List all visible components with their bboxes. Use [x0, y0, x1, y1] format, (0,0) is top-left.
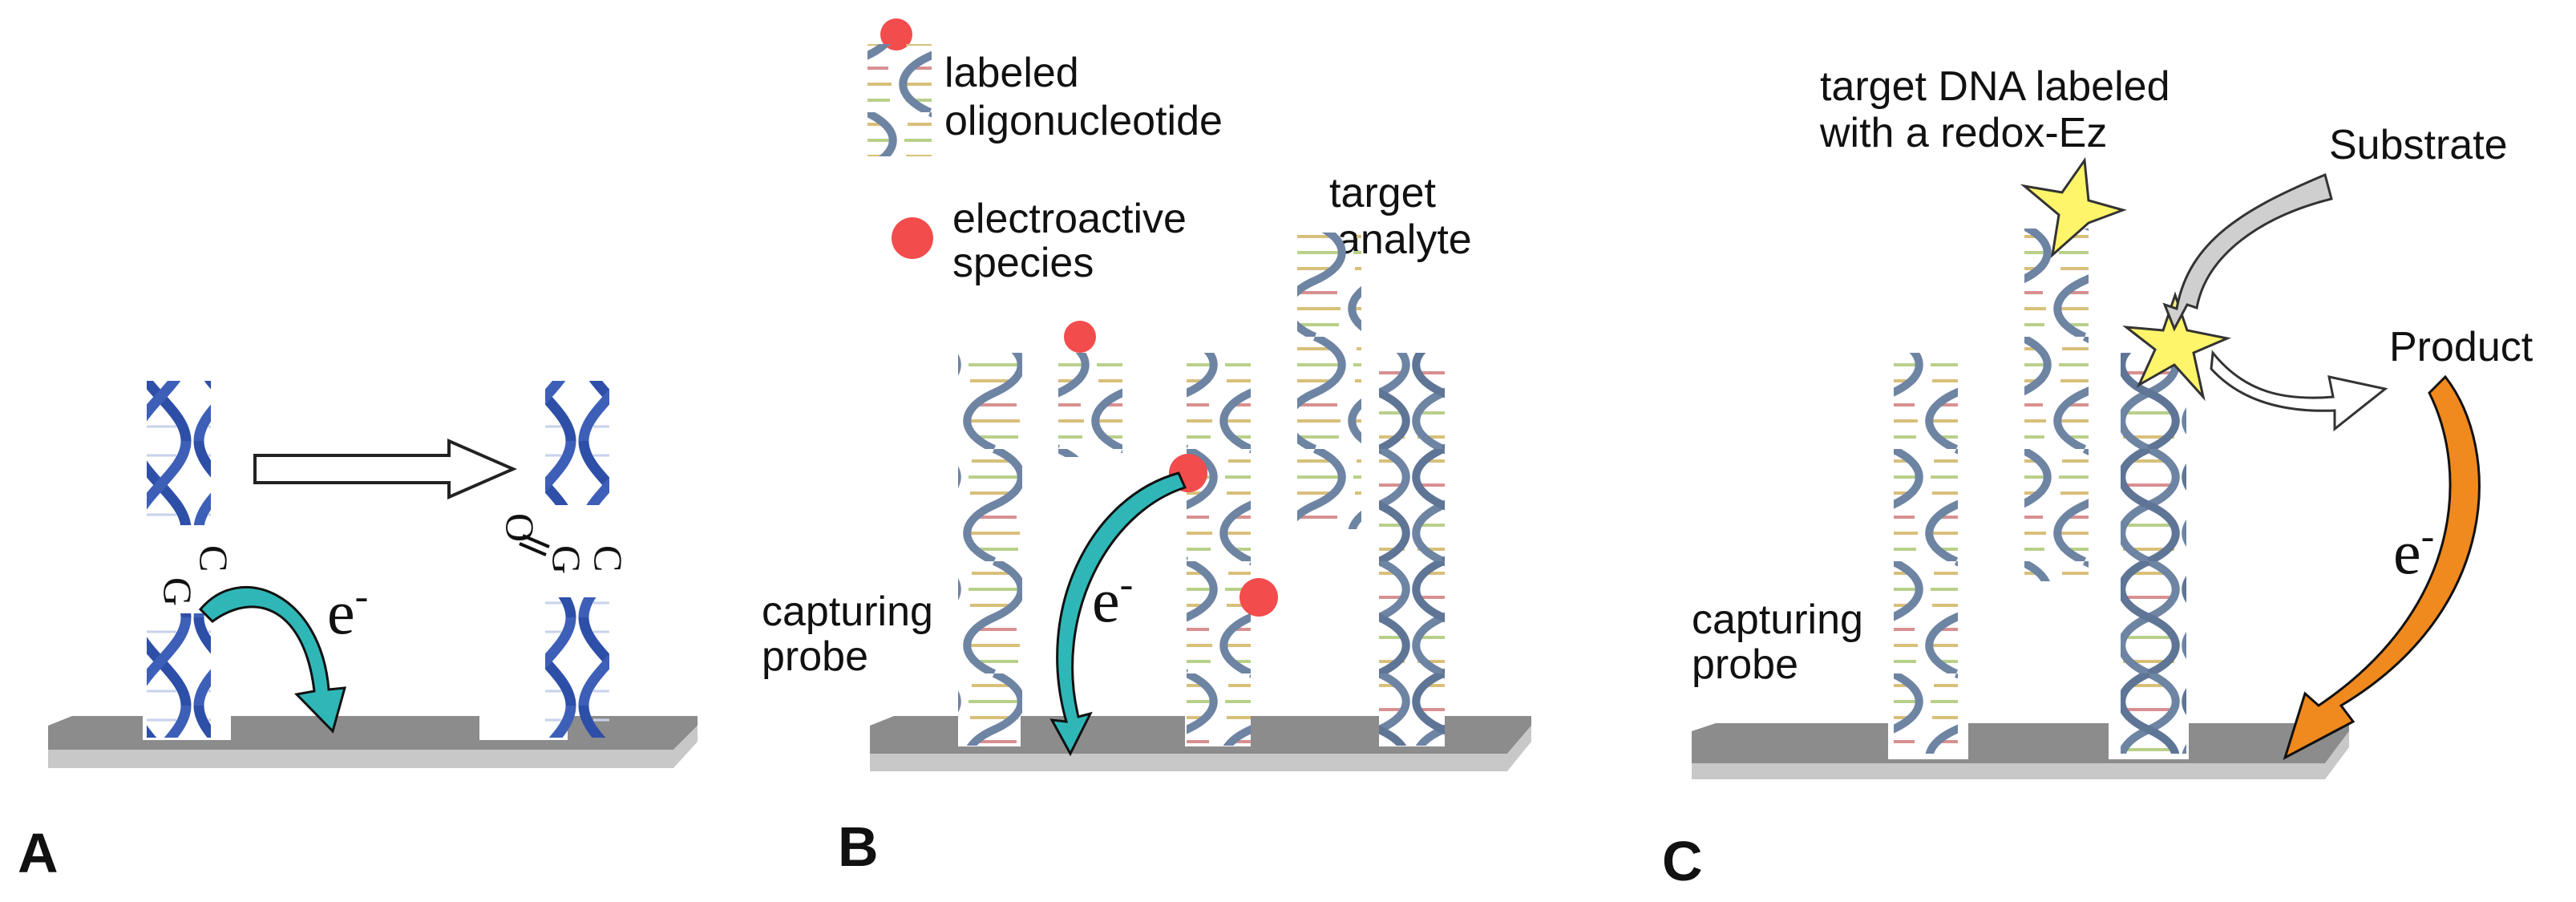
product-label: Product	[2389, 324, 2534, 370]
electron-arrow-b	[1049, 471, 1187, 757]
legend-electroactive-line2: species	[952, 240, 1094, 286]
target-dna-line2: with a redox-Ez	[1819, 110, 2107, 156]
panel-a: G C O G C e- A	[18, 381, 698, 884]
oxygen-label: O	[498, 513, 543, 542]
electrode-b-front	[870, 726, 1531, 771]
redox-enzyme-star-top	[2020, 156, 2127, 258]
capturing-probe-c-line2: probe	[1692, 641, 1798, 688]
target-analyte-strand	[1297, 233, 1361, 529]
reaction-arrow-a	[253, 438, 517, 500]
capturing-probe-c-line1: capturing	[1692, 597, 1863, 643]
capturing-probe-b-line2: probe	[762, 633, 868, 680]
probe-b2	[1187, 353, 1251, 746]
electron-label-a: e-	[327, 573, 368, 647]
electroactive-dot-2	[1239, 578, 1278, 617]
electrode-a-front	[48, 726, 698, 768]
redox-enzyme-star	[2122, 291, 2232, 402]
oxidized-g-label: G	[544, 545, 589, 574]
oxidized-c-label: C	[586, 545, 631, 572]
substrate-arrow	[2162, 172, 2333, 332]
probe-b1	[958, 353, 1022, 746]
substrate-label: Substrate	[2329, 122, 2508, 168]
label-dot-b	[1064, 321, 1096, 353]
electron-label-b: e-	[1092, 561, 1133, 635]
probe-c	[1894, 353, 1958, 754]
panel-b: labeled oligonucleotide electroactive sp…	[762, 18, 1531, 878]
panel-letter-c: C	[1662, 830, 1703, 892]
duplex-c	[2121, 353, 2186, 754]
panel-c: target DNA labeled with a redox-Ez Subst…	[1662, 63, 2534, 892]
capturing-probe-b-line1: capturing	[762, 589, 933, 635]
electron-label-c: e-	[2393, 513, 2434, 587]
electron-arrow-a	[198, 586, 347, 734]
panel-letter-b: B	[838, 815, 879, 878]
panel-letter-a: A	[18, 822, 59, 884]
legend-labeled-line2: oligonucleotide	[944, 98, 1223, 144]
base-g-label: G	[156, 577, 200, 606]
legend-labeled-line1: labeled	[944, 50, 1079, 96]
electrode-c-front	[1692, 731, 2349, 779]
target-strand-c	[2024, 229, 2089, 581]
electron-arrow-c	[2283, 374, 2481, 761]
target-analyte-line1: target	[1329, 170, 1437, 216]
electrode-c-top	[1692, 723, 2349, 763]
product-arrow	[2210, 350, 2388, 432]
legend-oligo-helix	[867, 44, 932, 156]
legend-electroactive-dot	[892, 217, 933, 259]
labeled-oligo-b	[1058, 353, 1122, 457]
duplex-b	[1379, 353, 1445, 746]
base-c-label: C	[192, 545, 237, 572]
target-dna-line1: target DNA labeled	[1820, 63, 2170, 110]
legend-electroactive-line1: electroactive	[952, 196, 1187, 242]
legend-label-dot	[880, 18, 912, 51]
